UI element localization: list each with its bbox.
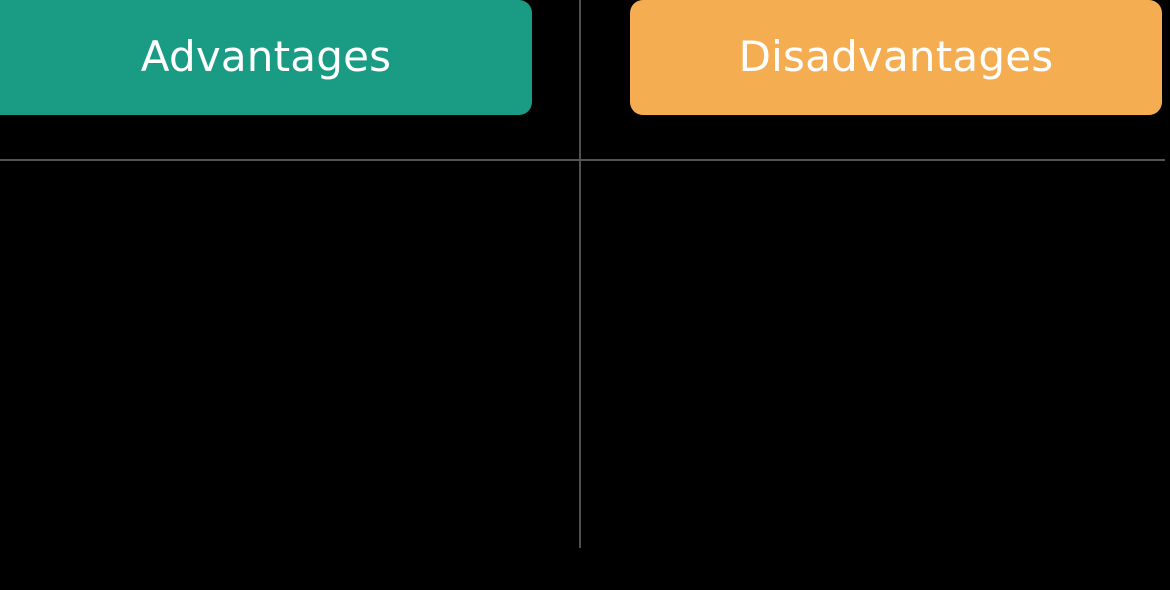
column-body-disadvantages bbox=[581, 161, 1170, 548]
column-header-advantages-label: Advantages bbox=[140, 31, 392, 81]
column-body-advantages bbox=[0, 161, 579, 548]
header-divider-horizontal bbox=[0, 159, 1165, 161]
column-header-disadvantages[interactable]: Disadvantages bbox=[630, 0, 1162, 115]
column-divider-vertical bbox=[579, 0, 581, 548]
column-header-disadvantages-label: Disadvantages bbox=[738, 31, 1054, 81]
column-header-advantages[interactable]: Advantages bbox=[0, 0, 532, 115]
